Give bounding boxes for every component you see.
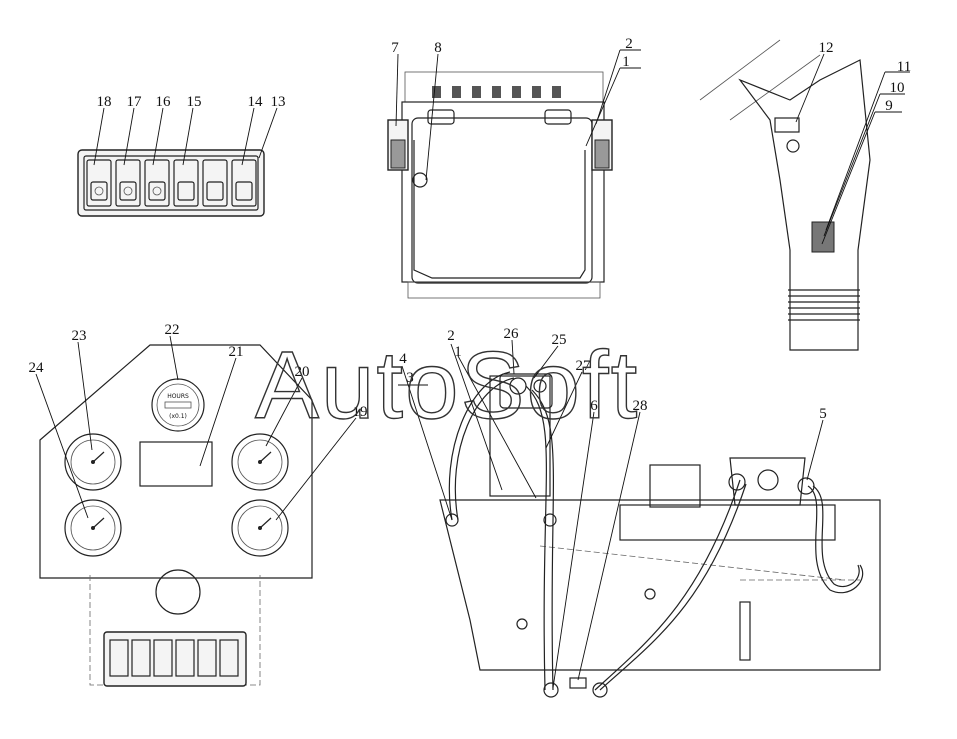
switch-panel-top xyxy=(77,107,278,217)
label-6: 6 xyxy=(590,398,598,414)
label-16: 16 xyxy=(156,94,172,110)
instrument-panel: HOURS (x0.1) xyxy=(35,335,357,687)
label-9: 9 xyxy=(885,98,893,114)
label-1-top: 1 xyxy=(622,54,630,70)
hourmeter-bottom-text: (x0.1) xyxy=(169,413,187,420)
label-13: 13 xyxy=(271,94,286,110)
label-23: 23 xyxy=(72,328,87,344)
label-1-bottom: 1 xyxy=(454,344,462,360)
label-2-bottom: 2 xyxy=(447,328,455,344)
label-19: 19 xyxy=(353,404,368,420)
label-26: 26 xyxy=(504,326,520,342)
label-27: 27 xyxy=(576,358,592,374)
rocker-switches xyxy=(86,159,257,207)
label-21: 21 xyxy=(229,344,244,360)
gauge-top-left xyxy=(64,433,122,491)
callout-numbers: 18 17 16 15 14 13 7 8 2 1 12 11 10 9 23 … xyxy=(29,36,912,422)
gauge-bottom-right xyxy=(231,499,289,557)
label-14: 14 xyxy=(248,94,264,110)
steering-column-view xyxy=(699,39,910,351)
gauge-top-right xyxy=(231,433,289,491)
label-17: 17 xyxy=(127,94,143,110)
watermark-text: AutoSoft xyxy=(255,332,639,439)
label-3: 3 xyxy=(406,370,414,386)
switch-panel-bottom xyxy=(103,631,247,687)
gauge-bottom-left xyxy=(64,499,122,557)
label-10: 10 xyxy=(890,80,905,96)
label-4: 4 xyxy=(399,351,407,367)
label-28: 28 xyxy=(633,398,648,414)
switch-panel-leaders xyxy=(93,107,278,166)
cab-front-view xyxy=(387,49,641,299)
label-7: 7 xyxy=(391,40,399,56)
label-18: 18 xyxy=(97,94,112,110)
cab-top-vents xyxy=(432,86,561,98)
label-2-top: 2 xyxy=(625,36,633,52)
label-5: 5 xyxy=(819,406,827,422)
frame-wiring-view xyxy=(398,339,881,698)
hourmeter-top-text: HOURS xyxy=(167,393,189,400)
label-22: 22 xyxy=(165,322,180,338)
label-12: 12 xyxy=(819,40,834,56)
label-8: 8 xyxy=(434,40,442,56)
label-11: 11 xyxy=(897,59,911,75)
label-20: 20 xyxy=(295,364,310,380)
label-24: 24 xyxy=(29,360,45,376)
label-25: 25 xyxy=(552,332,567,348)
label-15: 15 xyxy=(187,94,202,110)
hourmeter-gauge: HOURS (x0.1) xyxy=(151,378,205,432)
bellows xyxy=(788,289,860,321)
